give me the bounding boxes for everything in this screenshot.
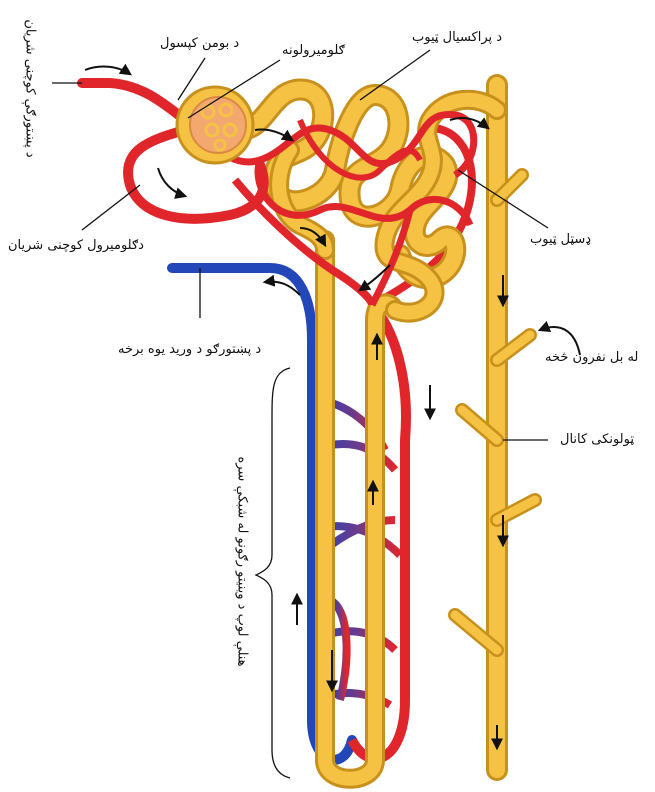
label-capillary-network: هنلې لوپ د وینیتو رګونو له شبکې سره [235,412,250,712]
label-distal-tubule: ډسټل ټیوب [530,232,591,247]
label-renal-vein: د پښتورګو د ورید یوه برخه [118,342,261,357]
label-glomerulus: ګلومیرولونه [282,43,345,58]
label-proximal-tubule: د پراکسیال ټیوب [412,30,502,45]
label-collecting-duct: ټولونکی کانال [560,432,634,447]
leader-efferent [82,185,140,230]
label-bowman-capsule: د بومن کپسول [160,36,239,51]
arrow-afferent [85,67,130,74]
label-efferent-arteriole: دګلومیرول کوچنی شریان [8,238,144,253]
arrow-glomerulus [158,168,185,196]
afferent-arteriole [82,83,185,120]
collecting-duct [455,85,535,770]
label-other-nephron: له بل نفرون څخه [545,350,638,365]
label-afferent-arteriole: د پښتورګې کوچنی شریان [23,19,38,159]
leader-capillary-brace [256,368,290,778]
